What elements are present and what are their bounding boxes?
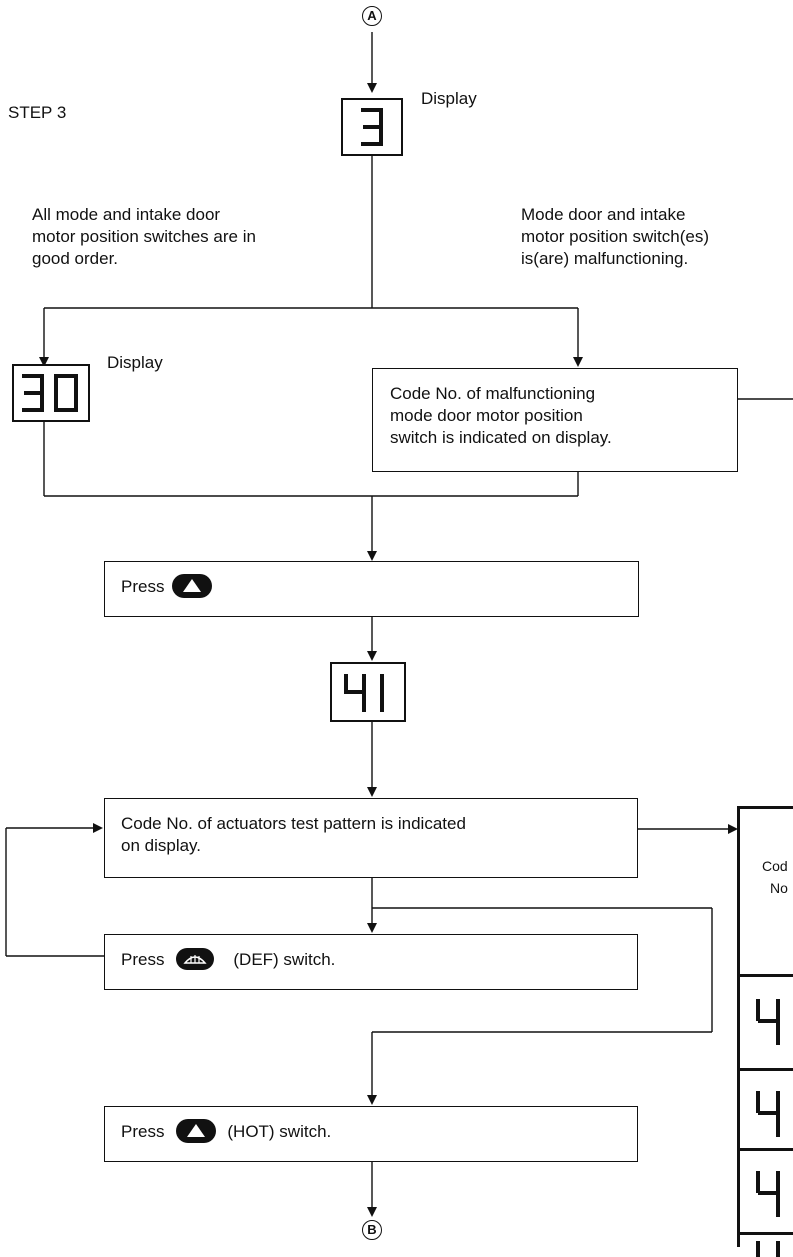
press-hot-suffix: (HOT) switch. [227, 1122, 332, 1141]
display-3-label: Display [421, 89, 477, 108]
press-hot-prefix: Press [121, 1122, 165, 1141]
right-branch-line-3: is(are) malfunctioning. [521, 249, 689, 268]
malfunction-line-2: mode door motor position [390, 406, 583, 425]
right-branch-note: Mode door and intake motor position swit… [521, 204, 709, 270]
code-table-row: 4 [740, 977, 793, 1071]
left-branch-line-3: good order. [32, 249, 119, 268]
press-up-box: Press [104, 561, 639, 617]
press-hot-box: Press (HOT) switch. [104, 1106, 638, 1162]
seven-seg-30 [22, 374, 78, 412]
left-branch-note: All mode and intake door motor position … [32, 204, 256, 270]
seven-seg-3 [361, 108, 383, 146]
up-arrow-button-icon [171, 573, 212, 598]
connector-b-label: B [367, 1222, 377, 1237]
code-table-header-line-1: Cod [762, 858, 788, 874]
code-table: Cod No 4 4 4 4 [737, 806, 793, 1257]
code-table-header: Cod No [740, 809, 793, 977]
right-branch-line-2: motor position switch(es) [521, 227, 710, 246]
actuator-line-2: on display. [121, 836, 202, 855]
step-label: STEP 3 [8, 103, 67, 122]
defrost-button-icon [175, 947, 214, 970]
display-3: 3 [341, 98, 403, 156]
press-up-text: Press [121, 577, 165, 596]
malfunction-line-1: Code No. of malfunctioning [390, 384, 596, 403]
display-41: 41 [330, 662, 406, 722]
code-table-header-line-2: No [770, 880, 788, 896]
left-branch-line-1: All mode and intake door [32, 205, 221, 224]
actuator-pattern-box: Code No. of actuators test pattern is in… [104, 798, 638, 878]
press-def-box: Press (DEF) switch. [104, 934, 638, 990]
seven-seg-4 [756, 1241, 780, 1257]
display-30-label: Display [107, 353, 163, 372]
right-branch-line-1: Mode door and intake [521, 205, 686, 224]
seven-seg-4 [756, 999, 780, 1045]
left-branch-line-2: motor position switches are in [32, 227, 256, 246]
actuator-line-1: Code No. of actuators test pattern is in… [121, 814, 466, 833]
connector-a: A [362, 6, 382, 26]
seven-seg-4 [756, 1171, 780, 1217]
seven-seg-4 [756, 1091, 780, 1137]
code-table-row: 4 [740, 1151, 793, 1235]
malfunction-line-3: switch is indicated on display. [390, 428, 612, 447]
seven-seg-41 [344, 674, 384, 712]
up-arrow-button-icon [175, 1118, 216, 1143]
malfunction-code-box: Code No. of malfunctioning mode door mot… [372, 368, 738, 472]
connector-a-label: A [367, 8, 377, 23]
connector-b: B [362, 1220, 382, 1240]
code-table-row: 4 [740, 1235, 793, 1257]
press-def-suffix: (DEF) switch. [233, 950, 336, 969]
code-table-row: 4 [740, 1071, 793, 1151]
display-30: 30 [12, 364, 90, 422]
press-def-prefix: Press [121, 950, 165, 969]
